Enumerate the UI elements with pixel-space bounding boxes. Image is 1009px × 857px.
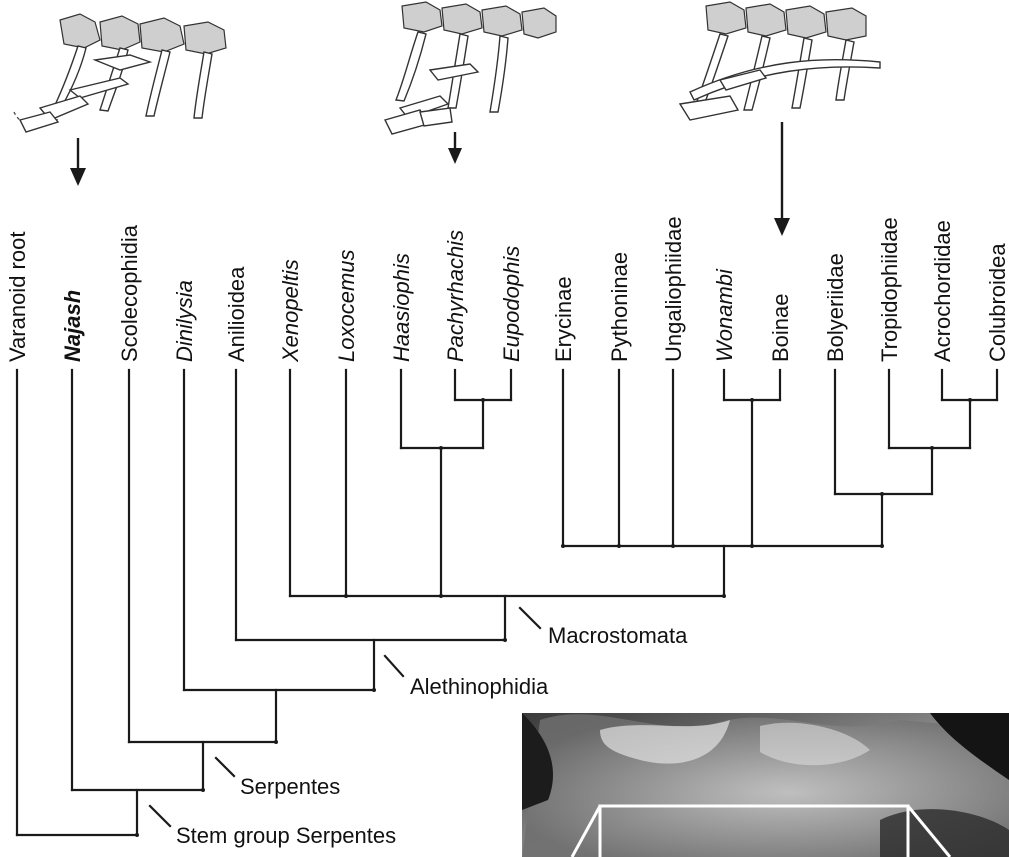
taxon-label-varanoid-root: Varanoid root bbox=[5, 232, 30, 362]
taxon-label-pythoninae: Pythoninae bbox=[607, 252, 632, 362]
taxon-label-najash: Najash bbox=[60, 290, 85, 362]
arrow-to-pachyrhachis bbox=[448, 132, 462, 164]
taxon-label-boinae: Boinae bbox=[768, 293, 793, 362]
najash-hindlimb-sketch bbox=[14, 14, 226, 132]
clade-alethinophidia: Alethinophidia bbox=[385, 656, 549, 699]
clade-macrostomata: Macrostomata bbox=[520, 608, 688, 648]
taxon-label-haasiophis: Haasiophis bbox=[389, 253, 414, 362]
boinae-hindlimb-sketch bbox=[680, 2, 880, 120]
taxon-label-ungaliophiidae: Ungaliophiidae bbox=[661, 216, 686, 362]
clade-stem-group-serpentes: Stem group Serpentes bbox=[150, 806, 396, 848]
taxon-label-acrochordidae: Acrochordidae bbox=[930, 220, 955, 362]
taxon-labels: Varanoid root Najash Scolecophidia Dinilysi… bbox=[5, 216, 1009, 363]
taxon-label-dinilysia: Dinilysia bbox=[172, 280, 197, 362]
taxon-label-wonambi: Wonambi bbox=[712, 268, 737, 362]
taxon-label-tropidophiidae: Tropidophiidae bbox=[877, 217, 902, 362]
taxon-label-eupodophis: Eupodophis bbox=[499, 246, 524, 362]
taxon-label-colubroidea: Colubroidea bbox=[985, 243, 1009, 362]
fossil-photo-inset bbox=[522, 713, 1009, 857]
taxon-label-bolyeriidae: Bolyeriidae bbox=[823, 253, 848, 362]
arrow-to-najash bbox=[70, 138, 86, 186]
taxon-label-xenopeltis: Xenopeltis bbox=[278, 259, 303, 363]
pachyrhachis-hindlimb-sketch bbox=[385, 2, 556, 134]
taxon-label-anilioidea: Anilioidea bbox=[224, 266, 249, 362]
taxon-label-pachyrhachis: Pachyrhachis bbox=[443, 230, 468, 362]
clade-label-serpentes: Serpentes bbox=[240, 774, 340, 799]
clade-label-alethinophidia: Alethinophidia bbox=[410, 674, 549, 699]
taxon-label-loxocemus: Loxocemus bbox=[334, 249, 359, 362]
clade-label-stem-group-serpentes: Stem group Serpentes bbox=[176, 823, 396, 848]
taxon-label-erycinae: Erycinae bbox=[551, 276, 576, 362]
clade-label-macrostomata: Macrostomata bbox=[548, 623, 688, 648]
taxon-label-scolecophidia: Scolecophidia bbox=[117, 224, 142, 362]
clade-serpentes: Serpentes bbox=[216, 758, 340, 799]
arrow-to-boinae bbox=[774, 122, 790, 236]
